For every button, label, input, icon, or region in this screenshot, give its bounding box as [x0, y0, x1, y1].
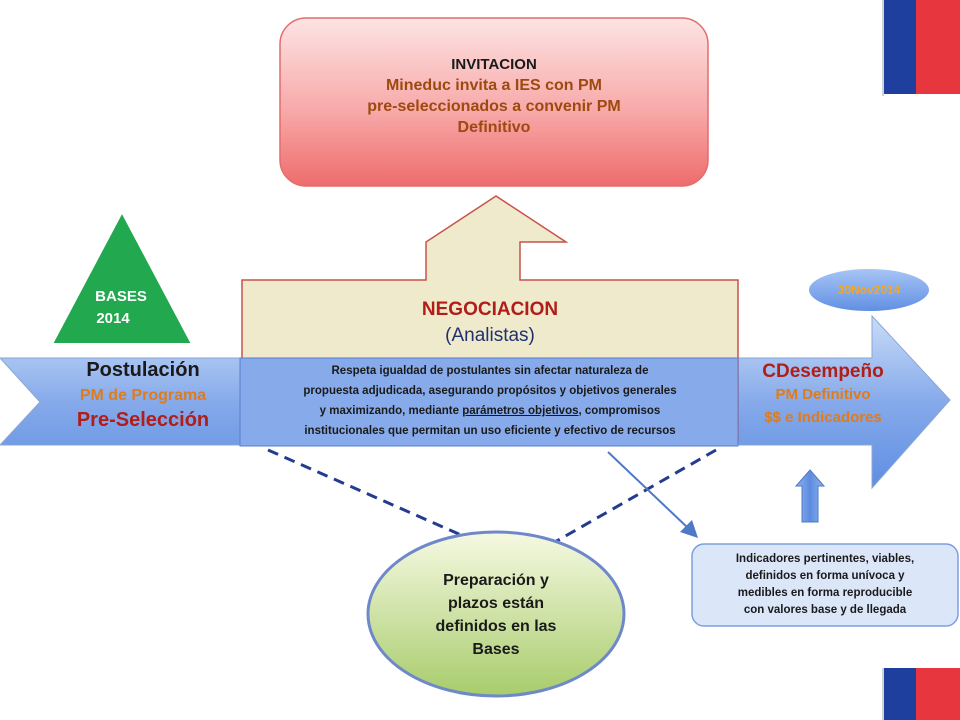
preparacion-line-4: Bases	[472, 641, 520, 658]
indicadores-text: Indicadores pertinentes, viables, defini…	[696, 551, 954, 619]
pointer-arrow	[607, 451, 698, 538]
invitacion-title: INVITACION	[451, 56, 537, 73]
invitacion-text: INVITACION Mineduc invita a IES con PM p…	[290, 54, 698, 138]
postulacion-label: Postulación PM de Programa Pre-Selección	[40, 358, 246, 433]
center-line-3: y maximizando, mediante parámetros objet…	[246, 401, 734, 421]
invitacion-line-3: Definitivo	[457, 119, 531, 136]
bases-line-1: BASES	[95, 288, 147, 305]
indicadores-line-4: con valores base y de llegada	[743, 604, 907, 616]
center-line-4: institucionales que permitan un uso efic…	[304, 425, 676, 437]
postulacion-line-3: Pre-Selección	[76, 409, 210, 431]
center-line-1: Respeta igualdad de postulantes sin afec…	[331, 365, 649, 377]
flag-icon-top	[882, 0, 960, 96]
indicadores-line-1: Indicadores pertinentes, viables,	[735, 553, 915, 565]
center-line-3-post: , compromisos	[578, 405, 661, 417]
dashed-line-right	[547, 448, 717, 548]
preparacion-text: Preparación y plazos están definidos en …	[392, 569, 600, 661]
cdesempeno-title: CDesempeño	[762, 361, 884, 382]
bases-line-2: 2014	[96, 310, 130, 327]
bases-label: BASES 2014	[66, 286, 176, 330]
center-box-text: Respeta igualdad de postulantes sin afec…	[246, 361, 734, 441]
up-arrow	[794, 469, 826, 523]
date-badge: 30Nov2014	[837, 283, 901, 297]
preparacion-line-3: definidos en las	[435, 618, 557, 635]
cdesempeno-line-3: $$ e Indicadores	[764, 409, 882, 426]
indicadores-line-2: definidos en forma unívoca y	[745, 570, 905, 582]
center-box-shape	[239, 357, 739, 447]
cdesempeno-line-2: PM Definitivo	[775, 386, 871, 403]
indicadores-box	[691, 543, 959, 627]
negociacion-title: NEGOCIACION	[421, 299, 559, 320]
postulacion-title: Postulación	[86, 359, 200, 381]
date-badge-shape	[807, 267, 931, 313]
dashed-line-left	[267, 448, 487, 548]
indicadores-line-3: medibles en forma reproducible	[737, 587, 913, 599]
invitacion-line-1: Mineduc invita a IES con PM	[385, 77, 603, 94]
postulacion-line-2: PM de Programa	[79, 387, 207, 404]
preparacion-line-1: Preparación y	[443, 572, 549, 589]
flag-icon-bottom	[882, 668, 960, 720]
bases-triangle	[50, 209, 194, 345]
center-line-3-link: parámetros objetivos	[462, 405, 579, 417]
invitacion-box	[279, 17, 709, 187]
invitacion-line-2: pre-seleccionados a convenir PM	[367, 98, 621, 115]
preparacion-ellipse	[366, 530, 626, 698]
center-line-3-pre: y maximizando, mediante	[319, 405, 463, 417]
negociacion-subtitle: (Analistas)	[445, 325, 535, 346]
negociacion-label: NEGOCIACION (Analistas)	[360, 297, 620, 349]
preparacion-line-2: plazos están	[447, 595, 545, 612]
cdesempeno-label: CDesempeño PM Definitivo $$ e Indicadore…	[736, 360, 910, 429]
center-line-2: propuesta adjudicada, asegurando propósi…	[303, 385, 677, 397]
